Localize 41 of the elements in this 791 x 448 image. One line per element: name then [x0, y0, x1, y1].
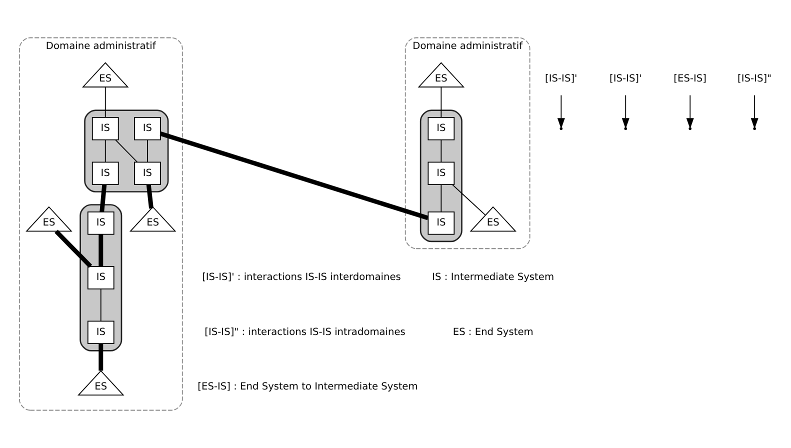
connector: [98, 344, 104, 371]
connector: [100, 288, 102, 322]
connector: [104, 139, 106, 163]
label: [ES-IS] : End System to Intermediate System: [198, 381, 418, 392]
connector: [104, 86, 106, 118]
cluster: [420, 110, 462, 242]
label: [IS-IS]' : interactions IS-IS interdomaines: [202, 272, 401, 284]
label: ES : End System: [452, 326, 534, 338]
arrow: [622, 94, 630, 129]
node-box: IS: [428, 117, 455, 140]
node-box: IS: [87, 266, 114, 290]
cluster: [80, 204, 122, 352]
connector: [440, 86, 442, 118]
label: [IS-IS]" : interactions IS-IS intradomaines: [204, 326, 406, 338]
connector: [115, 139, 138, 163]
label: IS : Intermediate System: [432, 272, 554, 284]
node-box: IS: [92, 162, 119, 186]
connector: [452, 184, 486, 216]
connector: [146, 184, 154, 209]
node-box: IS: [87, 320, 114, 344]
connector: [147, 139, 148, 163]
node-text: [IS-IS]': [610, 73, 642, 84]
arrow: [686, 94, 694, 129]
connector: [98, 234, 104, 266]
node-box: IS: [92, 117, 119, 140]
node-box: IS: [134, 117, 161, 140]
arrow: [557, 94, 565, 129]
connector: [440, 184, 442, 212]
node-box: IS: [428, 162, 455, 186]
connector: [160, 132, 429, 220]
connector: [54, 230, 92, 268]
connector: [100, 184, 107, 212]
node-box: IS: [428, 211, 455, 235]
node-text: [ES-IS]: [674, 73, 707, 84]
node-box: IS: [134, 162, 161, 186]
arrow: [750, 94, 758, 129]
node-text: [IS-IS]": [738, 73, 772, 84]
connector: [440, 139, 442, 163]
cluster: [84, 110, 169, 192]
node-text: [IS-IS]': [545, 73, 578, 84]
node-box: IS: [87, 211, 114, 235]
